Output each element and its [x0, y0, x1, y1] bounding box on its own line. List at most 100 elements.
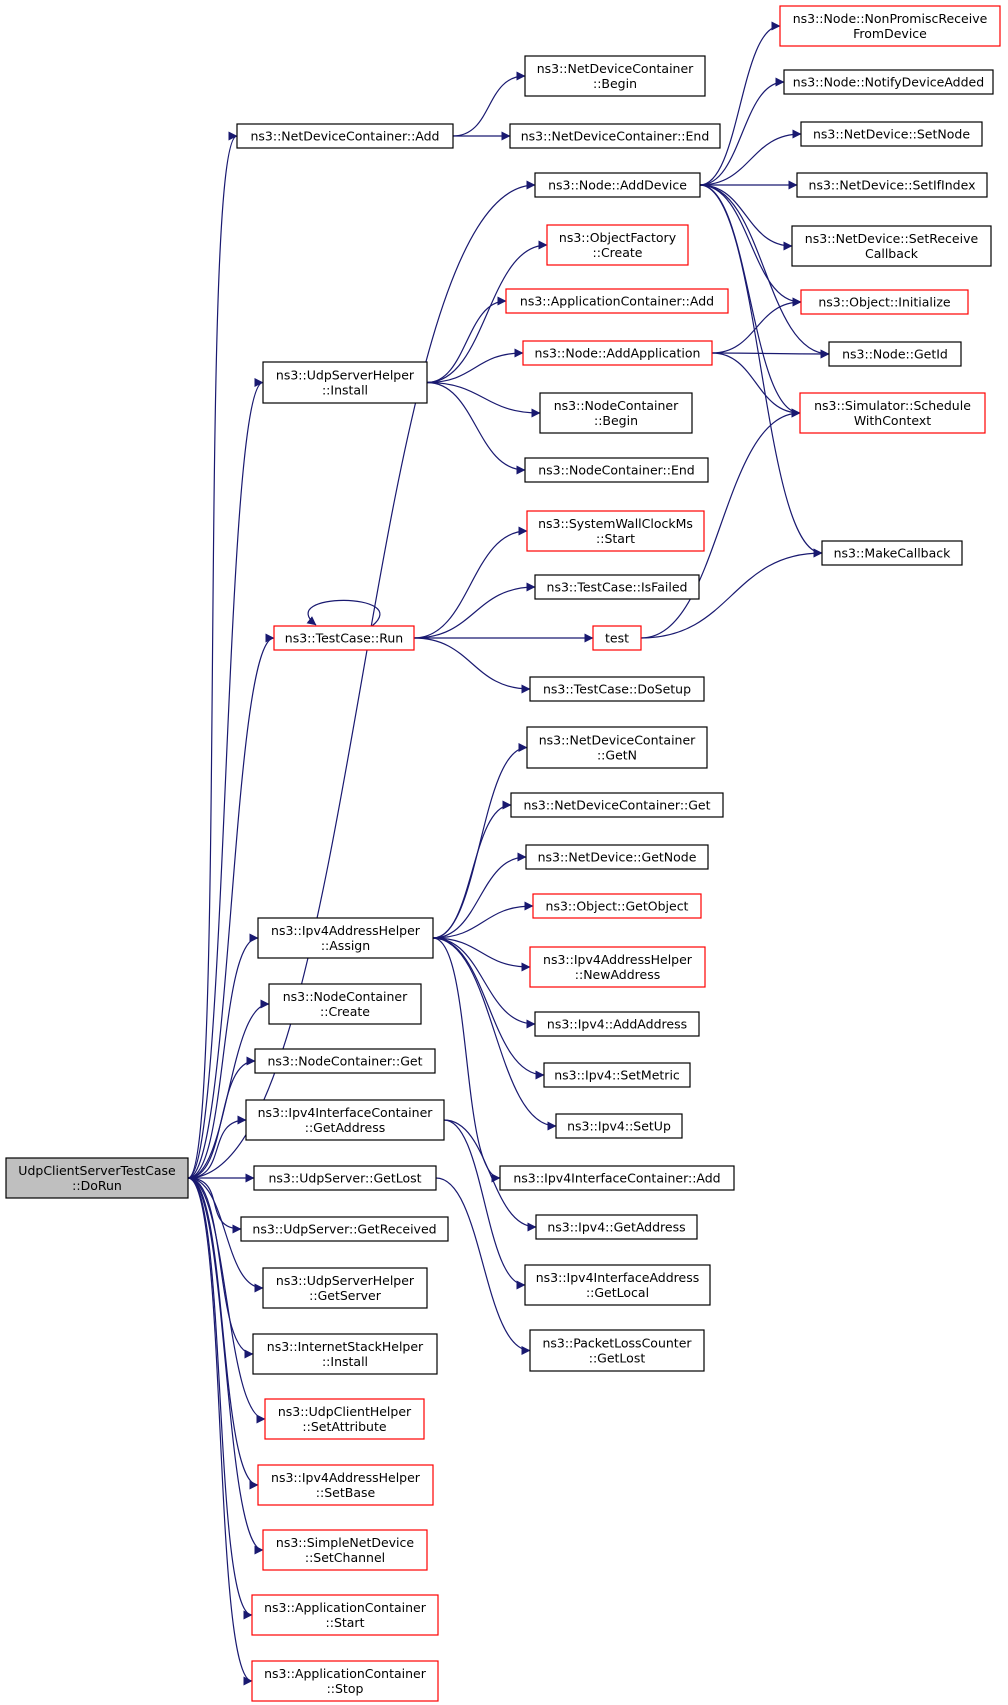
node-box [254, 1048, 436, 1074]
call-edge [432, 937, 536, 1029]
node-ipv4-setup[interactable]: ns3::Ipv4::SetUp [555, 1113, 683, 1139]
call-edge [699, 184, 823, 558]
node-nd-getnode[interactable]: ns3::NetDevice::GetNode [525, 844, 709, 870]
node-ipv4ic-getaddress[interactable]: ns3::Ipv4InterfaceContainer::GetAddress [245, 1099, 445, 1141]
node-plc-getlost[interactable]: ns3::PacketLossCounter::GetLost [529, 1329, 705, 1372]
node-udpserver-getreceived[interactable]: ns3::UdpServer::GetReceived [240, 1216, 449, 1242]
node-label: ns3::Node::NotifyDeviceAdded [793, 75, 984, 90]
node-label: ::NewAddress [575, 967, 660, 982]
node-udpclienthelper-setattr[interactable]: ns3::UdpClientHelper::SetAttribute [264, 1398, 425, 1440]
node-appcont-stop[interactable]: ns3::ApplicationContainer::Stop [251, 1660, 439, 1702]
node-test[interactable]: test [592, 625, 642, 651]
node-label: ns3::InternetStackHelper [267, 1339, 424, 1354]
node-tc-isfailed[interactable]: ns3::TestCase::IsFailed [534, 574, 700, 600]
node-swc-start[interactable]: ns3::SystemWallClockMs::Start [526, 510, 705, 552]
node-nodecont-end[interactable]: ns3::NodeContainer::End [524, 457, 709, 483]
node-ndc-add[interactable]: ns3::NetDeviceContainer::Add [236, 123, 454, 149]
node-udpserverhelper-install[interactable]: ns3::UdpServerHelper::Install [262, 361, 428, 404]
node-label: ns3::PacketLossCounter [542, 1336, 692, 1351]
node-label: ns3::TestCase::DoSetup [543, 682, 691, 697]
node-ipv4ah-setbase[interactable]: ns3::Ipv4AddressHelper::SetBase [257, 1464, 434, 1506]
node-label: ::DoRun [72, 1178, 122, 1193]
call-edge [711, 297, 802, 354]
call-edge [187, 1177, 266, 1424]
node-makecallback[interactable]: ns3::MakeCallback [821, 540, 963, 566]
node-nodecont-get[interactable]: ns3::NodeContainer::Get [254, 1048, 436, 1074]
node-box [5, 1157, 189, 1199]
node-label: ::SetBase [316, 1485, 376, 1500]
node-tc-run[interactable]: ns3::TestCase::Run [273, 625, 415, 651]
node-snd-setchannel[interactable]: ns3::SimpleNetDevice::SetChannel [262, 1529, 428, 1571]
node-obj-getobject[interactable]: ns3::Object::GetObject [532, 893, 702, 919]
node-label: ns3::SystemWallClockMs [538, 516, 693, 531]
node-udpserverhelper-getserver[interactable]: ns3::UdpServerHelper::GetServer [262, 1267, 428, 1309]
node-label: ::Install [322, 383, 368, 398]
node-node-addapp[interactable]: ns3::Node::AddApplication [522, 340, 713, 366]
node-udpserver-getlost[interactable]: ns3::UdpServer::GetLost [253, 1165, 437, 1191]
node-nd-setnode[interactable]: ns3::NetDevice::SetNode [800, 121, 983, 147]
node-box [555, 1113, 683, 1139]
node-nd-setifindex[interactable]: ns3::NetDevice::SetIfIndex [796, 172, 988, 198]
call-edge [426, 381, 526, 475]
node-label: ns3::TestCase::Run [285, 631, 403, 646]
call-edge [426, 348, 524, 384]
node-node-getid[interactable]: ns3::Node::GetId [828, 341, 962, 367]
node-ipv4-setmetric[interactable]: ns3::Ipv4::SetMetric [543, 1062, 691, 1088]
call-edge [699, 77, 785, 186]
node-label: ns3::ApplicationContainer::Add [520, 294, 714, 309]
node-box [252, 1333, 438, 1375]
node-box [543, 1062, 691, 1088]
node-label: ns3::NodeContainer [554, 398, 679, 413]
node-ipv4ah-assign[interactable]: ns3::Ipv4AddressHelper::Assign [257, 917, 434, 959]
call-edge [187, 1056, 256, 1179]
node-ipv4ia-getlocal[interactable]: ns3::Ipv4InterfaceAddress::GetLocal [524, 1264, 711, 1306]
node-box [535, 1214, 698, 1240]
node-box [499, 1165, 735, 1191]
call-edge [640, 548, 823, 639]
node-node-adddevice[interactable]: ns3::Node::AddDevice [534, 172, 701, 198]
node-label: ns3::Ipv4InterfaceContainer::Add [513, 1171, 720, 1186]
node-ndc-getn[interactable]: ns3::NetDeviceContainer::GetN [526, 726, 708, 769]
node-ndc-get[interactable]: ns3::NetDeviceContainer::Get [510, 792, 724, 818]
node-label: FromDevice [853, 26, 927, 41]
node-ish-install[interactable]: ns3::InternetStackHelper::Install [252, 1333, 438, 1375]
node-nodecont-create[interactable]: ns3::NodeContainer::Create [268, 983, 422, 1025]
node-box [257, 917, 434, 959]
node-label: ns3::NetDeviceContainer [537, 61, 694, 76]
node-label: WithContext [854, 413, 931, 428]
call-edge [432, 743, 528, 939]
node-label: ::Create [320, 1004, 370, 1019]
node-label: ns3::NetDeviceContainer::Add [251, 129, 440, 144]
node-ipv4-addaddress[interactable]: ns3::Ipv4::AddAddress [534, 1011, 700, 1037]
node-label: ns3::UdpServerHelper [276, 1273, 415, 1288]
node-label: ns3::Simulator::Schedule [814, 398, 971, 413]
node-box [522, 340, 713, 366]
node-box [524, 457, 709, 483]
call-edge [711, 349, 830, 359]
node-ipv4-getaddress[interactable]: ns3::Ipv4::GetAddress [535, 1214, 698, 1240]
node-appcont-add[interactable]: ns3::ApplicationContainer::Add [505, 288, 729, 314]
node-label: ns3::MakeCallback [834, 546, 952, 561]
node-ipv4ic-add[interactable]: ns3::Ipv4InterfaceContainer::Add [499, 1165, 735, 1191]
node-node-notify[interactable]: ns3::Node::NotifyDeviceAdded [783, 69, 994, 95]
node-box [779, 5, 1001, 47]
node-nodecont-begin[interactable]: ns3::NodeContainer::Begin [539, 392, 693, 434]
call-edge [187, 1177, 259, 1490]
node-tc-dosetup[interactable]: ns3::TestCase::DoSetup [529, 676, 705, 702]
node-appcont-start[interactable]: ns3::ApplicationContainer::Start [251, 1594, 439, 1636]
call-edge [443, 1119, 537, 1232]
node-ndc-begin[interactable]: ns3::NetDeviceContainer::Begin [524, 55, 706, 97]
node-ndc-end[interactable]: ns3::NetDeviceContainer::End [509, 123, 721, 149]
node-obj-initialize[interactable]: ns3::Object::Initialize [800, 289, 969, 315]
node-objfactory-create[interactable]: ns3::ObjectFactory::Create [546, 224, 689, 266]
node-box [251, 1660, 439, 1702]
node-label: ns3::UdpServerHelper [276, 368, 415, 383]
node-ipv4ah-newaddress[interactable]: ns3::Ipv4AddressHelper::NewAddress [529, 946, 706, 988]
node-box [529, 1329, 705, 1372]
node-box [534, 1011, 700, 1037]
node-label: ::Assign [321, 938, 370, 953]
call-edge [432, 852, 527, 939]
